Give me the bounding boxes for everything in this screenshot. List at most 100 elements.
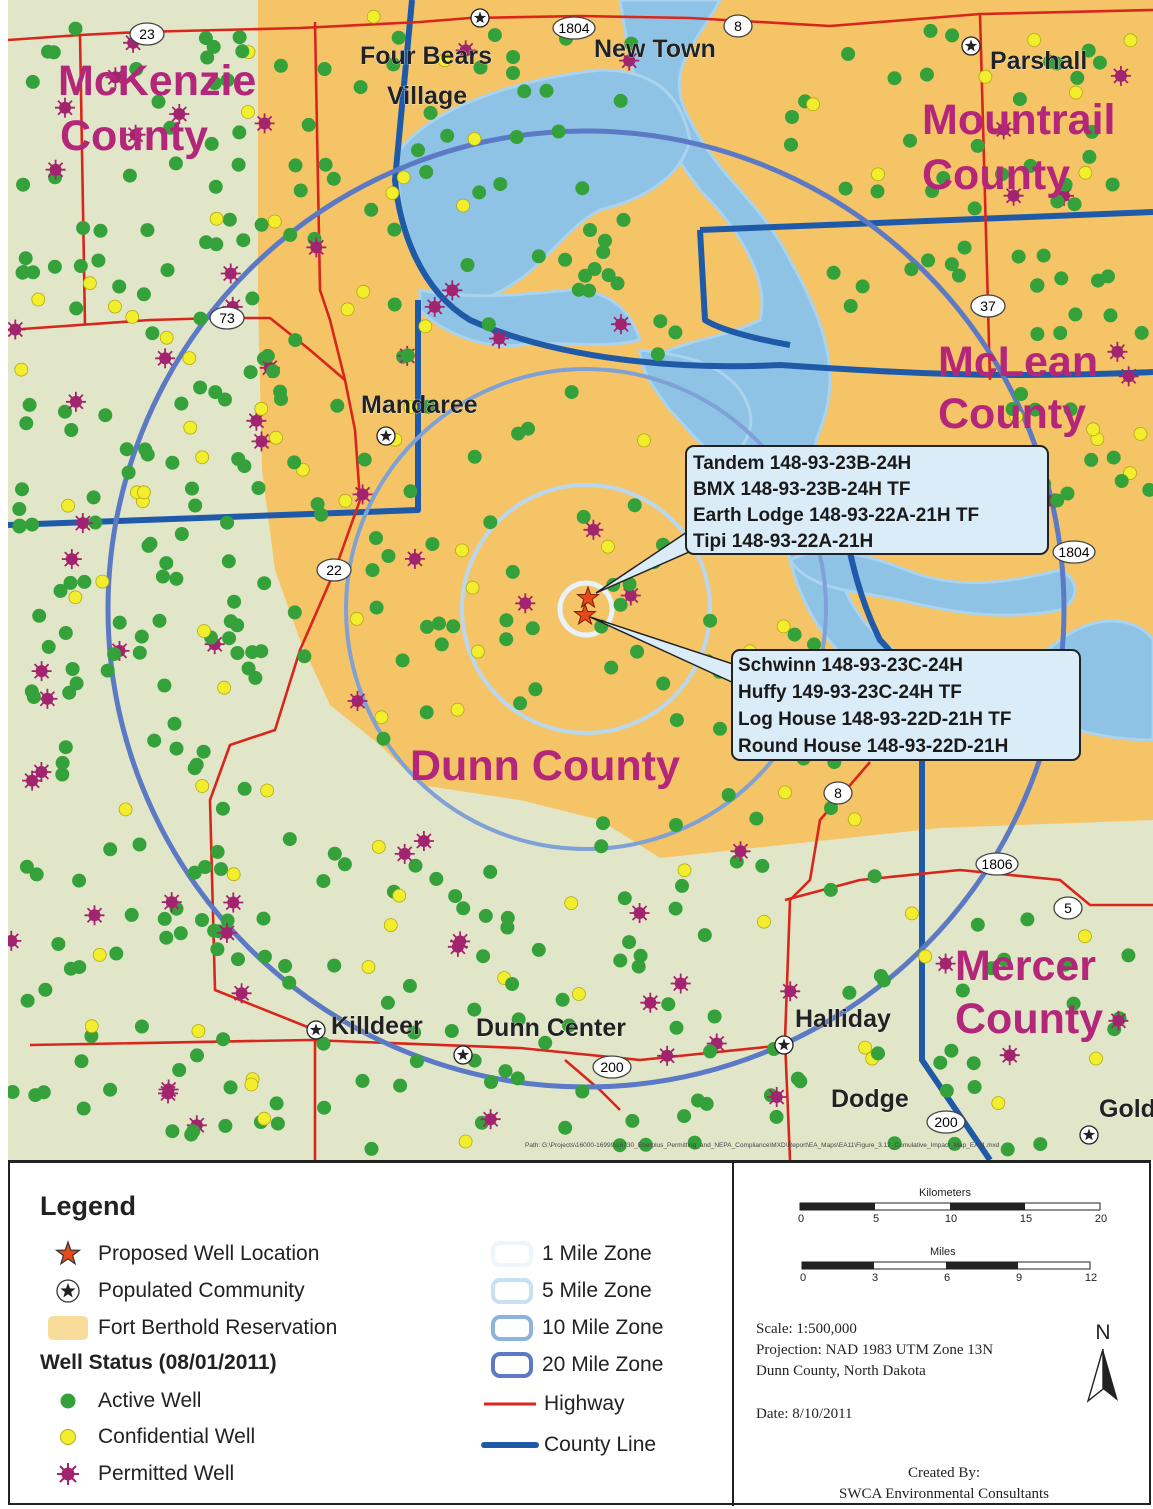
svg-text:37: 37 — [980, 298, 996, 314]
active-well-marker — [136, 287, 151, 302]
active-well-marker — [274, 392, 288, 407]
active-well-marker — [365, 563, 380, 578]
active-well-marker — [209, 237, 224, 252]
active-well-marker — [493, 177, 508, 192]
active-well-marker — [68, 21, 83, 36]
active-well-marker — [270, 1116, 285, 1131]
callout-south-line: Round House 148-93-22D-21H — [738, 736, 1008, 757]
active-well-marker — [483, 515, 498, 530]
svg-text:22: 22 — [326, 562, 342, 578]
active-well-marker — [903, 133, 917, 148]
active-well-marker — [208, 179, 223, 194]
legend-item: Proposed Well Location — [38, 1239, 319, 1269]
highway-shield: 8 — [823, 781, 853, 805]
active-well-marker — [826, 265, 841, 280]
active-well-marker — [513, 696, 528, 711]
active-well-marker — [622, 935, 637, 950]
active-well-marker — [521, 421, 535, 436]
community-star-icon — [376, 426, 396, 446]
active-well-marker — [966, 1056, 981, 1071]
permitted-well-marker — [155, 348, 176, 369]
active-well-marker — [69, 301, 84, 316]
permitted-well-marker — [442, 280, 463, 301]
active-well-marker — [364, 1141, 379, 1156]
confidential-well-marker — [450, 702, 465, 717]
active-well-marker — [511, 1012, 526, 1027]
confidential-well-marker — [338, 493, 353, 508]
active-well-marker — [159, 556, 174, 571]
active-well-marker — [160, 263, 175, 278]
svg-text:1804: 1804 — [1058, 544, 1089, 560]
active-well-marker — [1012, 92, 1027, 107]
active-well-marker — [423, 105, 438, 120]
km-tick: 10 — [944, 1213, 958, 1225]
active-well-marker — [88, 515, 103, 530]
active-well-marker — [824, 801, 838, 816]
active-well-marker — [55, 767, 70, 782]
active-well-marker — [612, 1138, 627, 1153]
active-well-marker — [703, 613, 718, 628]
confidential-well-marker — [356, 284, 371, 299]
active-well-marker — [169, 571, 184, 586]
active-well-marker — [473, 60, 488, 75]
active-well-marker — [434, 637, 449, 652]
active-well-marker — [145, 326, 160, 341]
active-well-marker — [63, 961, 78, 976]
permitted-well-marker — [65, 391, 86, 412]
confidential-well-marker — [195, 779, 210, 793]
callout-south-line: Log House 148-93-22D-21H TF — [738, 709, 1011, 730]
active-well-marker — [223, 1080, 238, 1095]
active-well-marker — [481, 317, 496, 332]
confidential-well-marker — [92, 948, 107, 962]
confidential-well-marker — [197, 624, 211, 638]
permitted-well-marker — [352, 484, 373, 505]
active-well-marker — [53, 583, 68, 598]
active-well-marker — [675, 878, 689, 893]
scale-text: Scale: 1:500,000 — [756, 1321, 857, 1337]
permitted-well-marker — [231, 983, 252, 1004]
active-well-marker — [100, 663, 115, 678]
active-well-marker — [204, 136, 219, 151]
confidential-well-marker — [31, 292, 46, 307]
active-well-marker — [174, 396, 189, 411]
active-well-marker — [184, 1127, 199, 1142]
active-well-marker — [220, 73, 235, 88]
legend-label: 10 Mile Zone — [542, 1316, 664, 1339]
active-well-marker — [807, 637, 821, 652]
active-well-marker — [76, 221, 91, 235]
active-well-marker — [596, 816, 610, 831]
active-well-marker — [749, 811, 764, 826]
active-well-marker — [400, 348, 415, 363]
confidential-well-marker — [467, 131, 482, 146]
permitted-well-marker — [583, 519, 604, 540]
active-well-marker — [151, 94, 166, 109]
permitted-well-marker — [611, 314, 631, 335]
active-well-marker — [316, 874, 331, 889]
community-star-icon — [1079, 1125, 1099, 1145]
active-well-marker — [73, 259, 88, 273]
active-well-marker — [318, 157, 333, 172]
callout-north-line: Earth Lodge 148-93-22A-21H TF — [693, 505, 979, 526]
active-well-marker — [200, 50, 215, 65]
active-well-marker — [499, 613, 514, 628]
svg-text:23: 23 — [139, 26, 155, 42]
active-well-marker — [1036, 248, 1051, 263]
active-well-marker — [784, 137, 798, 152]
active-well-marker — [661, 997, 676, 1012]
permitted-well-marker — [640, 992, 661, 1013]
community-star-icon — [453, 1045, 473, 1065]
active-well-marker — [218, 392, 232, 407]
20-mile-zone-icon — [482, 1350, 542, 1380]
active-well-marker — [594, 839, 609, 854]
10-mile-zone-ring — [344, 367, 828, 851]
active-well-marker — [172, 1063, 187, 1077]
confidential-well-marker — [1086, 422, 1100, 437]
active-well-marker — [575, 1084, 590, 1099]
permitted-well-marker — [629, 903, 650, 923]
active-well-marker — [420, 619, 434, 634]
active-well-marker — [604, 660, 619, 675]
active-well-marker — [355, 1073, 370, 1088]
place-label: Parshall — [990, 47, 1087, 75]
active-well-marker — [185, 481, 199, 496]
